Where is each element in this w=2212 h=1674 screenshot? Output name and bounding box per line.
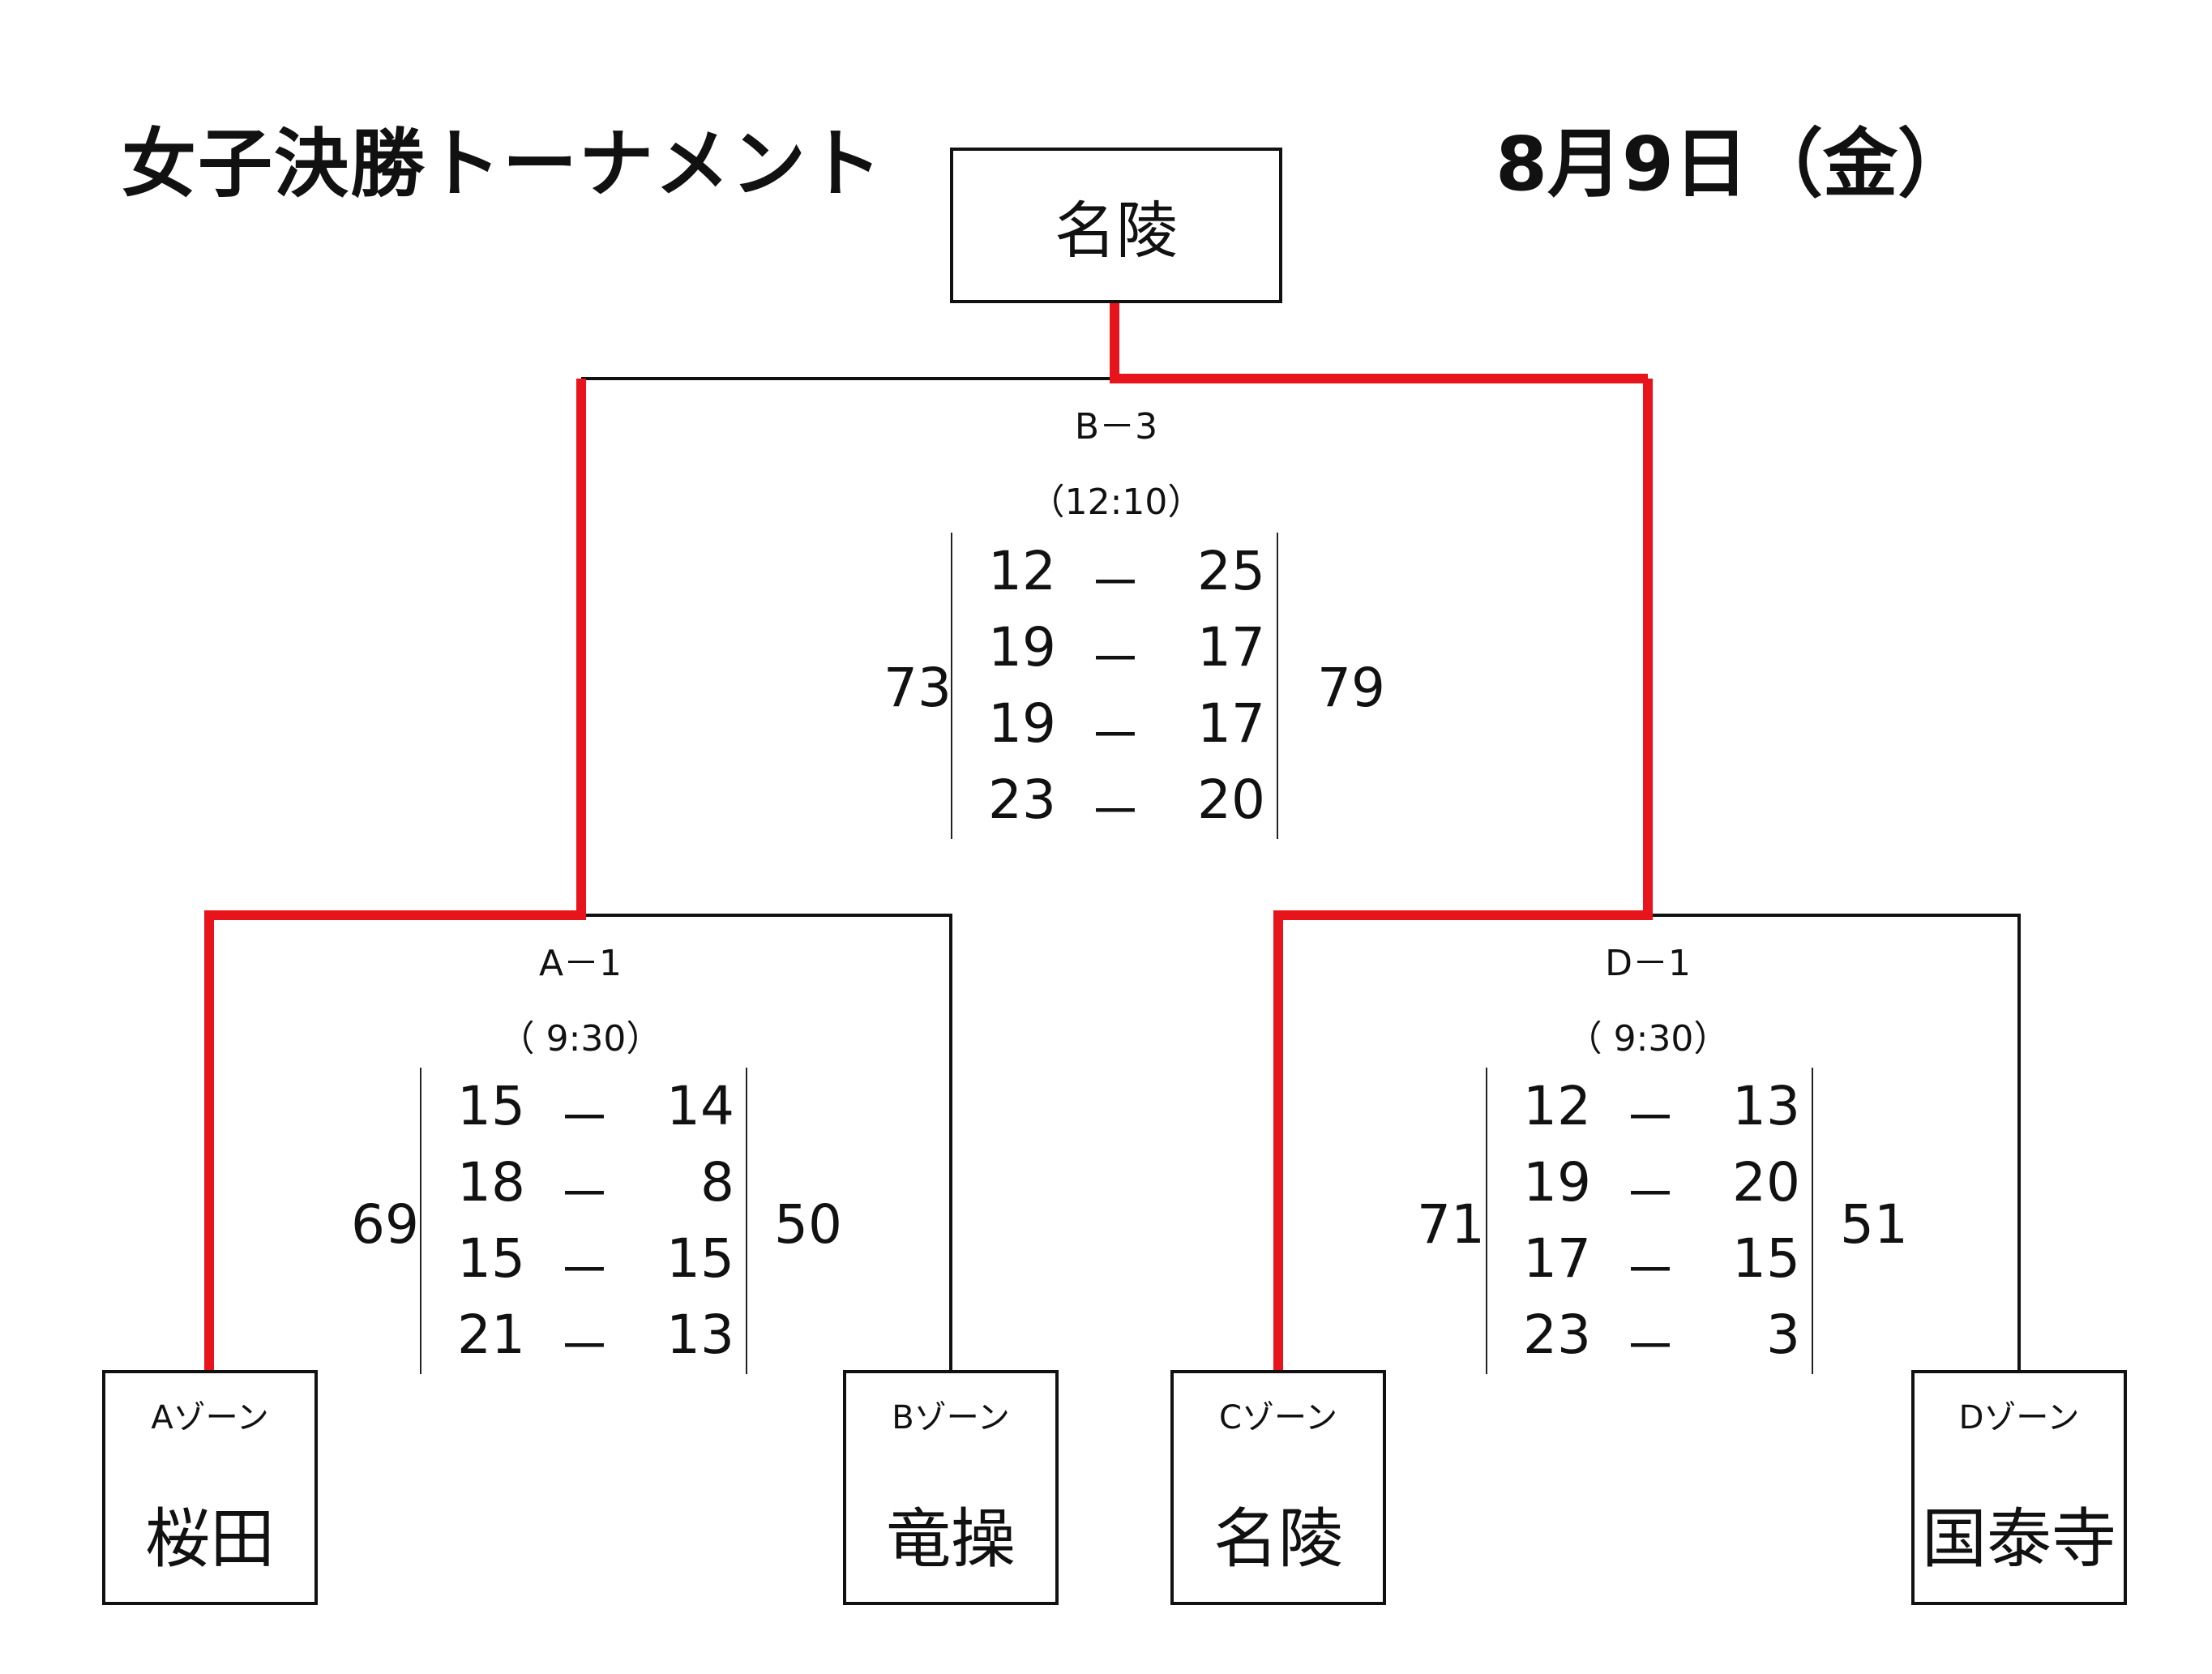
total-semi-right-right: 51 — [1840, 1193, 1908, 1256]
team-name: 名陵 — [1213, 1501, 1343, 1577]
team-box-d: Dゾーン 国泰寺 — [1911, 1370, 2127, 1605]
team-zone-label: Dゾーン — [1958, 1399, 2080, 1436]
quarter-score-left: 21 — [457, 1304, 525, 1366]
tournament-date: 8月9日（金） — [1495, 121, 1973, 208]
quarter-dash: － — [558, 1163, 611, 1226]
quarter-score-left: 17 — [1523, 1227, 1591, 1290]
quarter-score-left: 12 — [988, 540, 1056, 602]
team-box-b: Bゾーン 竜操 — [843, 1370, 1059, 1605]
team-zone-label: Cゾーン — [1219, 1399, 1337, 1436]
match-time-semi-left: （ 9:30） — [498, 1018, 662, 1060]
quarter-dash: － — [1089, 628, 1142, 691]
match-time-final: （12:10） — [1029, 482, 1204, 523]
quarter-row: 19 － 17 — [952, 692, 1277, 768]
match-label-semi-left: A－1 — [538, 943, 623, 984]
quarter-row: 17 － 15 — [1487, 1227, 1812, 1304]
winner-path-right — [1273, 379, 1653, 1370]
quarter-score-right: 15 — [1732, 1227, 1800, 1290]
quarter-dash: － — [558, 1239, 611, 1302]
champion-box: 名陵 — [950, 148, 1282, 303]
quarter-row: 18 － 8 — [421, 1151, 746, 1227]
quarter-row: 23 － 3 — [1487, 1304, 1812, 1380]
winner-path-left — [204, 379, 586, 1370]
semi-left-connector — [581, 914, 952, 1370]
match-time-semi-right: （ 9:30） — [1566, 1018, 1730, 1060]
match-label-final: B－3 — [1074, 406, 1158, 447]
quarter-score-right: 17 — [1197, 692, 1265, 755]
total-semi-left-left: 69 — [351, 1193, 419, 1256]
quarter-row: 23 － 20 — [952, 768, 1277, 845]
quarter-dash: － — [1624, 1239, 1677, 1302]
quarter-row: 12 － 13 — [1487, 1075, 1812, 1151]
quarter-dash: － — [1624, 1087, 1677, 1150]
team-box-a: Aゾーン 桜田 — [102, 1370, 318, 1605]
team-name: 国泰寺 — [1922, 1501, 2116, 1577]
quarter-dash: － — [1089, 552, 1142, 614]
quarter-dash: － — [1624, 1316, 1677, 1378]
quarter-score-right: 3 — [1766, 1304, 1800, 1366]
team-zone-label: Bゾーン — [892, 1399, 1010, 1436]
quarter-row: 15 － 15 — [421, 1227, 746, 1304]
quarter-scores-final: 12 － 25 19 － 17 19 － 17 23 － 20 — [951, 533, 1278, 843]
quarter-score-right: 20 — [1197, 768, 1265, 831]
team-box-c: Cゾーン 名陵 — [1170, 1370, 1386, 1605]
winner-path-top — [1110, 303, 1648, 383]
quarter-row: 15 － 14 — [421, 1075, 746, 1151]
quarter-score-left: 15 — [457, 1227, 525, 1290]
quarter-dash: － — [1089, 781, 1142, 843]
quarter-scores-semi-left: 15 － 14 18 － 8 15 － 15 21 － 13 — [420, 1068, 747, 1378]
quarter-score-left: 12 — [1523, 1075, 1591, 1137]
quarter-row: 21 － 13 — [421, 1304, 746, 1380]
quarter-score-left: 15 — [457, 1075, 525, 1137]
bracket-black-lines — [581, 377, 2021, 1370]
quarter-score-right: 13 — [1732, 1075, 1800, 1137]
quarter-dash: － — [558, 1087, 611, 1150]
quarter-score-right: 17 — [1197, 616, 1265, 679]
total-semi-right-left: 71 — [1417, 1193, 1485, 1256]
quarter-row: 19 － 20 — [1487, 1151, 1812, 1227]
quarter-row: 19 － 17 — [952, 616, 1277, 692]
quarter-dash: － — [1089, 704, 1142, 767]
champion-name: 名陵 — [1055, 195, 1178, 267]
team-name: 竜操 — [886, 1501, 1016, 1577]
quarter-score-right: 25 — [1197, 540, 1265, 602]
quarter-score-left: 19 — [1523, 1151, 1591, 1214]
total-semi-left-right: 50 — [774, 1193, 842, 1256]
quarter-score-right: 14 — [666, 1075, 734, 1137]
quarter-score-left: 23 — [1523, 1304, 1591, 1366]
quarter-scores-semi-right: 12 － 13 19 － 20 17 － 15 23 － 3 — [1486, 1068, 1813, 1378]
total-final-right: 79 — [1317, 657, 1385, 719]
page-title: 女子決勝トーナメント — [122, 121, 884, 208]
match-label-semi-right: D－1 — [1605, 943, 1691, 984]
quarter-score-right: 20 — [1732, 1151, 1800, 1214]
quarter-dash: － — [558, 1316, 611, 1378]
quarter-score-left: 23 — [988, 768, 1056, 831]
total-final-left: 73 — [884, 657, 952, 719]
quarter-score-left: 19 — [988, 616, 1056, 679]
quarter-score-right: 8 — [700, 1151, 734, 1214]
quarter-row: 12 － 25 — [952, 540, 1277, 616]
quarter-score-left: 18 — [457, 1151, 525, 1214]
semi-right-connector — [1648, 914, 2021, 1370]
quarter-score-right: 15 — [666, 1227, 734, 1290]
quarter-score-right: 13 — [666, 1304, 734, 1366]
quarter-dash: － — [1624, 1163, 1677, 1226]
team-zone-label: Aゾーン — [151, 1399, 269, 1436]
quarter-score-left: 19 — [988, 692, 1056, 755]
team-name: 桜田 — [145, 1501, 275, 1577]
winner-path — [204, 303, 1653, 1370]
